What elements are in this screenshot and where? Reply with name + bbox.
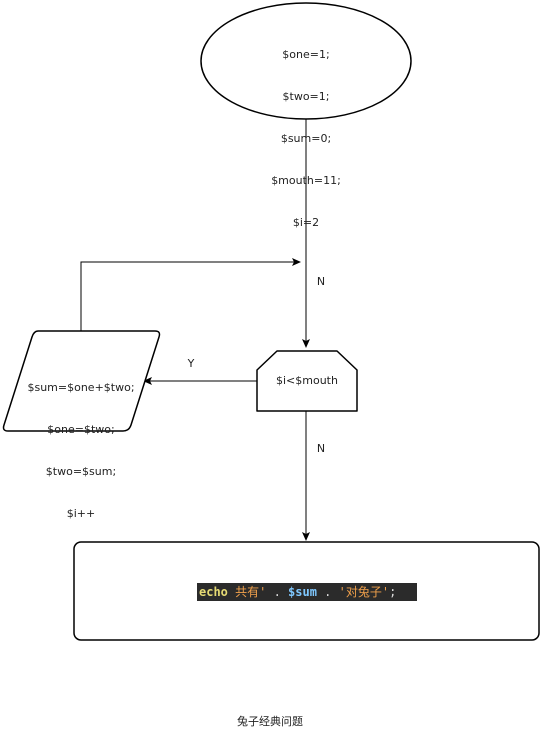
process-line-3: $two=$sum;: [45, 465, 117, 478]
code-variable-sum: $sum: [288, 585, 317, 599]
code-concat-1: .: [266, 585, 289, 599]
code-string-1: 共有': [227, 585, 267, 599]
process-line-4: $i++: [66, 507, 96, 520]
edge-label-yes: Y: [187, 357, 195, 370]
process-line-1: $sum=$one+$two;: [27, 381, 135, 394]
process-node-shape[interactable]: [2, 330, 161, 432]
edge-process-loop-back: [80, 258, 301, 331]
start-line-4: $mouth=11;: [271, 174, 341, 187]
start-line-1: $one=1;: [282, 48, 330, 61]
process-node-text: $sum=$one+$two; $one=$two; $two=$sum; $i…: [21, 353, 141, 535]
decision-node-shape[interactable]: [256, 350, 358, 412]
output-code-snippet: echo 共有' . $sum . '对兔子';: [197, 583, 417, 601]
edge-label-bottom-n: N: [316, 442, 326, 455]
start-node-text: $one=1; $two=1; $sum=0; $mouth=11; $i=2: [246, 20, 366, 244]
code-string-2: '对兔子': [338, 585, 390, 599]
diagram-caption: 兔子经典问题: [237, 715, 303, 728]
start-line-5: $i=2: [292, 216, 320, 229]
process-line-2: $one=$two;: [47, 423, 115, 436]
edge-label-top-n: N: [316, 275, 326, 288]
code-keyword-echo: echo: [199, 585, 228, 599]
start-line-2: $two=1;: [282, 90, 330, 103]
code-semicolon: ;: [389, 585, 397, 599]
decision-node-label: $i<$mouth: [276, 374, 338, 387]
code-concat-2: .: [316, 585, 339, 599]
start-line-3: $sum=0;: [280, 132, 332, 145]
